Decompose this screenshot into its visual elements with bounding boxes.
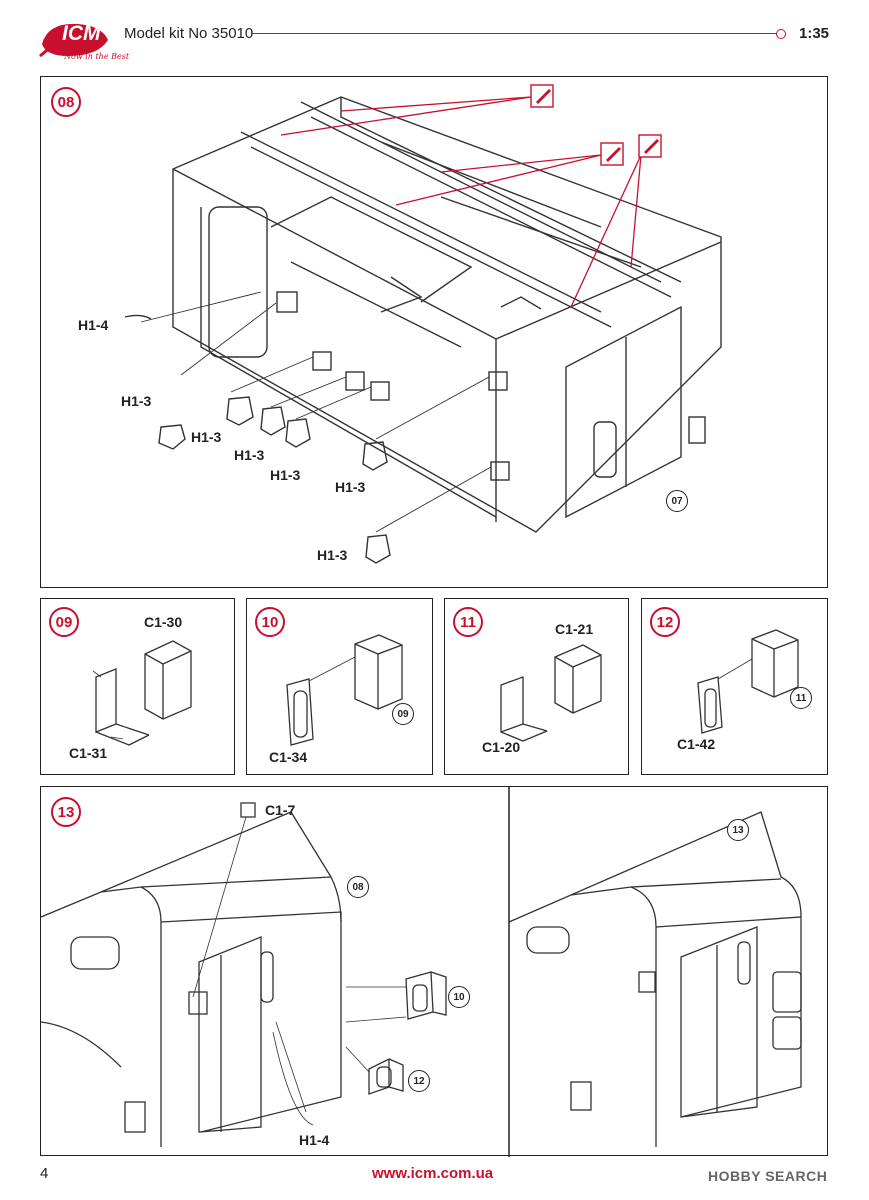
ref-step-08: 08 [347,876,369,898]
part-label-h1-4: H1-4 [299,1132,330,1148]
step-11-drawing [500,644,602,742]
step-number: 08 [51,87,81,117]
step-12-panel: 12 C1-42 11 [641,598,828,775]
part-label-h1-3: H1-3 [335,479,366,495]
part-label-c1-34: C1-34 [269,749,308,765]
scale-label: 1:35 [799,25,830,42]
step-10-panel: 10 C1-34 09 [246,598,433,775]
step-number: 12 [650,607,680,637]
ref-step-12: 12 [408,1070,430,1092]
ref-step-07: 07 [666,490,688,512]
part-label-h1-3: H1-3 [234,447,265,463]
part-label-h1-3: H1-3 [270,467,301,483]
page-number: 4 [40,1165,49,1182]
ref-step-10: 10 [448,986,470,1008]
step-number: 09 [49,607,79,637]
ref-step-11: 11 [790,687,812,709]
step-09-panel: 09 C1-30 C1-31 [40,598,235,775]
part-label-h1-3: H1-3 [191,429,222,445]
part-label-c1-7: C1-7 [265,802,296,818]
ref-step-09: 09 [392,703,414,725]
step-09-drawing [92,640,192,746]
glue-icon [530,84,662,166]
watermark: HOBBY SEARCH [708,1168,828,1184]
step-number: 10 [255,607,285,637]
step-10-drawing [286,634,403,746]
part-label-c1-31: C1-31 [69,745,108,761]
part-label-h1-3: H1-3 [317,547,348,563]
icm-logo [39,23,108,58]
step-11-panel: 11 C1-21 C1-20 [444,598,629,775]
part-label-c1-42: C1-42 [677,736,716,752]
step-08-drawing [124,84,722,564]
part-label-c1-21: C1-21 [555,621,594,637]
website-link[interactable]: www.icm.com.ua [372,1165,494,1182]
brand-tagline: Now in the Best [64,52,130,61]
part-label-h1-3: H1-3 [121,393,152,409]
step-number: 11 [453,607,483,637]
part-label-c1-20: C1-20 [482,739,521,755]
brand-name: ICM [62,22,101,45]
part-label-h1-4: H1-4 [78,317,109,333]
kit-label: Model kit No 35010 [124,25,254,42]
part-label-c1-30: C1-30 [144,614,183,630]
step-13-panel: 13 C1-7 H1-4 08 10 12 13 [40,786,828,1157]
step-13-drawing [41,787,802,1157]
header-rule [252,33,778,34]
step-08-panel: 08 H1-4 H1-3 H1-3 H1-3 H1-3 H1-3 H1-3 07 [40,76,828,588]
header-rule-end [776,29,786,39]
step-number: 13 [51,797,81,827]
ref-step-13: 13 [727,819,749,841]
